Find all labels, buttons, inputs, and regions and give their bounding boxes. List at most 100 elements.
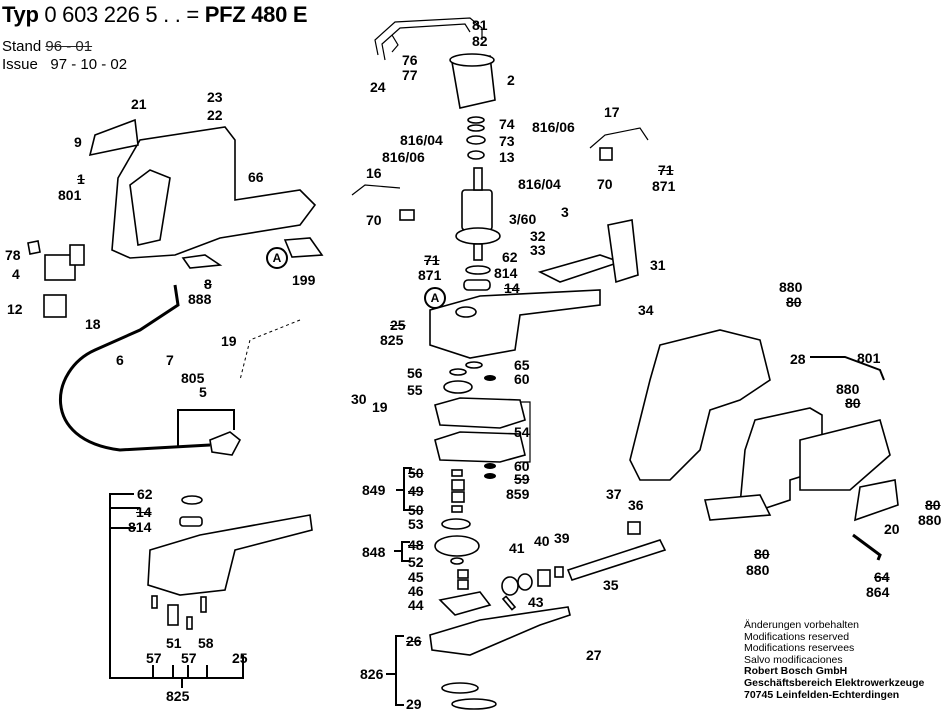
part-label: 65 [514,357,530,373]
part-label: 849 [362,482,386,498]
part-label: 8 [204,276,212,292]
part-label: 816/06 [532,119,575,135]
power-cord [58,284,242,456]
part-label: 6 [116,352,124,368]
part-label: 45 [408,569,424,585]
part-label: 29 [406,696,422,712]
part-label: 3/60 [509,211,537,227]
issue-value: 97 - 10 - 02 [50,56,128,73]
part-label: 880 [836,381,860,397]
switch-parts [27,240,85,318]
part-label: 50 [408,502,424,518]
part-label: 18 [85,316,101,332]
part-label: 864 [866,584,890,600]
note-line: Änderungen vorbehalten [744,619,860,631]
part-label: 16 [366,165,382,181]
washer-55 [443,380,473,394]
document-title: Typ 0 603 226 5 . . = PFZ 480 E [2,2,308,28]
part-label: 871 [652,178,676,194]
part-label: 62 [137,486,153,502]
part-label: 48 [408,537,424,553]
part-label: 31 [650,257,666,273]
notes-block: Änderungen vorbehalten Modifications res… [744,619,924,701]
washer-65 [465,361,483,369]
model-name: PFZ 480 E [204,2,308,27]
part-label: 826 [360,666,384,682]
wire-bracket [374,17,483,61]
part-label: 80 [925,497,941,513]
part-label: 35 [603,577,619,593]
bracket-31 [537,254,623,283]
part-label: 880 [779,279,803,295]
bearing-part [463,265,491,291]
part-label: 19 [372,399,388,415]
handle-housing [111,126,317,259]
part-label: 825 [166,688,190,704]
plate-31 [607,219,639,284]
issue-label: Issue [2,56,38,73]
part-label: 888 [188,291,212,307]
part-label: 49 [408,483,424,499]
armature-part [455,167,501,261]
part-label: 801 [857,350,881,366]
issue-line: Issue 97 - 10 - 02 [2,56,127,73]
typ-label: Typ [2,2,39,27]
part-36 [627,521,641,535]
note-line: Modifications reservees [744,642,855,655]
wire-17 [589,127,649,149]
part-label: 814 [128,519,152,535]
part-label: 5 [199,384,207,400]
part-label: 71 [424,252,440,268]
washer-stack [466,116,486,160]
gasket-plates [434,397,531,463]
plate-8 [181,254,223,269]
part-label: 24 [370,79,386,95]
wire-16 [351,184,401,196]
part-label: 36 [628,497,644,513]
stator-part [449,53,496,109]
part-label: 9 [74,134,82,150]
nameplate-9 [88,118,139,157]
brush-holder-70a [399,209,415,221]
part-label: 871 [418,267,442,283]
part-label: 32 [530,228,546,244]
part-label: 66 [248,169,264,185]
part-label: 78 [5,247,21,263]
gear-848 [394,535,480,590]
part-label: 14 [136,504,152,520]
part-label: 33 [530,242,546,258]
pin-43 [501,595,517,611]
part-label: 82 [472,33,488,49]
part-label: 28 [790,351,806,367]
bushing-41a [501,576,519,596]
part-label: 62 [502,249,518,265]
shaft-35 [566,539,667,581]
part-label: 59 [514,471,530,487]
part-label: 70 [366,212,382,228]
part-label: 4 [12,266,20,282]
part-label: 39 [554,530,570,546]
part-label: 34 [638,302,654,318]
roller-stack [396,467,471,530]
washer-60b [484,463,496,469]
note-line: Salvo modificaciones [744,653,843,666]
part-label: 41 [509,540,525,556]
part-label: 27 [586,647,602,663]
part-label: 58 [198,635,214,651]
part-label: 859 [506,486,530,502]
part-label: 76 [402,52,418,68]
note-line: Modifications reserved [744,630,850,643]
dashed-leader [239,319,301,381]
part-label: 80 [845,395,861,411]
part-39 [554,566,564,578]
plate-44 [438,591,492,616]
reference-marker-a-2: A [424,287,446,309]
part-label: 825 [380,332,404,348]
part-label: 13 [499,149,515,165]
part-label: 801 [58,187,82,203]
part-label: 880 [918,512,942,528]
plate-199 [283,237,324,258]
equals-sign: = [186,2,199,27]
part-label: 73 [499,133,515,149]
part-label: 43 [528,594,544,610]
